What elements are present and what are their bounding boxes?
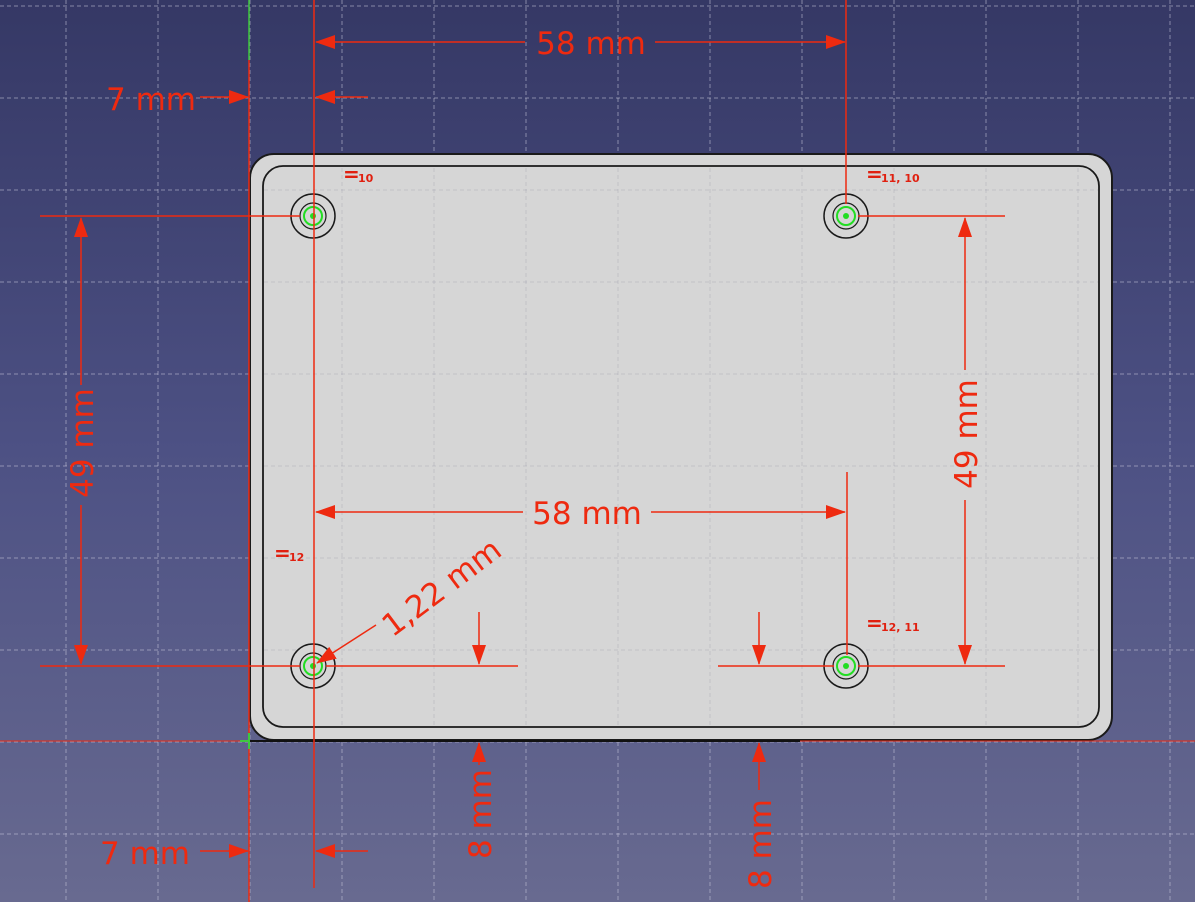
constraint-equal-bottom-right[interactable]: = 12, 11 bbox=[866, 611, 920, 635]
equal-symbol: = bbox=[866, 611, 883, 635]
dim-mid-width[interactable]: 58 mm bbox=[532, 496, 642, 532]
part-body[interactable] bbox=[249, 153, 1113, 741]
equal-symbol: = bbox=[274, 541, 291, 565]
constraint-equal-bottom-left[interactable]: = 12 bbox=[274, 541, 304, 565]
hole-top-right[interactable] bbox=[823, 193, 869, 239]
equal-symbol: = bbox=[343, 162, 360, 186]
constraint-equal-top-right[interactable]: = 11, 10 bbox=[866, 162, 920, 186]
dim-bottom-right-offset[interactable]: 8 mm bbox=[743, 799, 779, 889]
dim-top-width[interactable]: 58 mm bbox=[536, 26, 646, 62]
dim-left-bottom-offset[interactable]: 7 mm bbox=[100, 836, 190, 872]
dim-left-height[interactable]: 49 mm bbox=[65, 388, 101, 498]
dimension-lines bbox=[40, 0, 1005, 888]
dim-right-height[interactable]: 49 mm bbox=[949, 379, 985, 489]
dim-bottom-left-offset[interactable]: 8 mm bbox=[463, 769, 499, 859]
constraint-index: 12, 11 bbox=[881, 621, 920, 634]
equal-symbol: = bbox=[866, 162, 883, 186]
constraint-equal-top-left[interactable]: = 10 bbox=[343, 162, 374, 186]
dim-left-top-offset[interactable]: 7 mm bbox=[106, 82, 196, 118]
constraint-index: 11, 10 bbox=[881, 172, 920, 185]
constraint-index: 12 bbox=[289, 551, 304, 564]
constraint-index: 10 bbox=[358, 172, 374, 185]
